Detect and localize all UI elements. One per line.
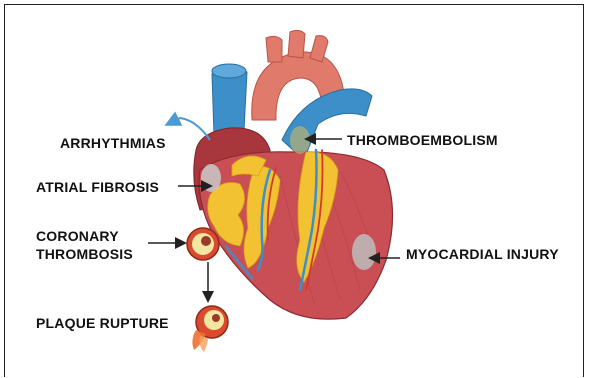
aortic-branch-2 [288,30,305,58]
thromboembolism-patch [290,126,310,154]
label-coronary-line1: CORONARY [36,229,119,244]
label-plaque-rupture: PLAQUE RUPTURE [36,316,169,331]
label-coronary-line2: THROMBOSIS [36,247,133,262]
label-arrhythmias: ARRHYTHMIAS [60,136,166,151]
plaque-rupture-cross-section [192,306,228,352]
vena-cava-opening [212,64,246,78]
myocardial-injury-patch [352,234,376,270]
label-atrial-fibrosis: ATRIAL FIBROSIS [36,180,159,195]
aortic-branch-1 [266,36,282,62]
coronary-thrombosis-cross-section [187,228,219,260]
label-myocardial-injury: MYOCARDIAL INJURY [406,247,559,262]
label-thromboembolism: THROMBOEMBOLISM [347,133,498,148]
arrhythmias-arrow [168,118,210,140]
atrial-fibrosis-patch [201,164,221,192]
